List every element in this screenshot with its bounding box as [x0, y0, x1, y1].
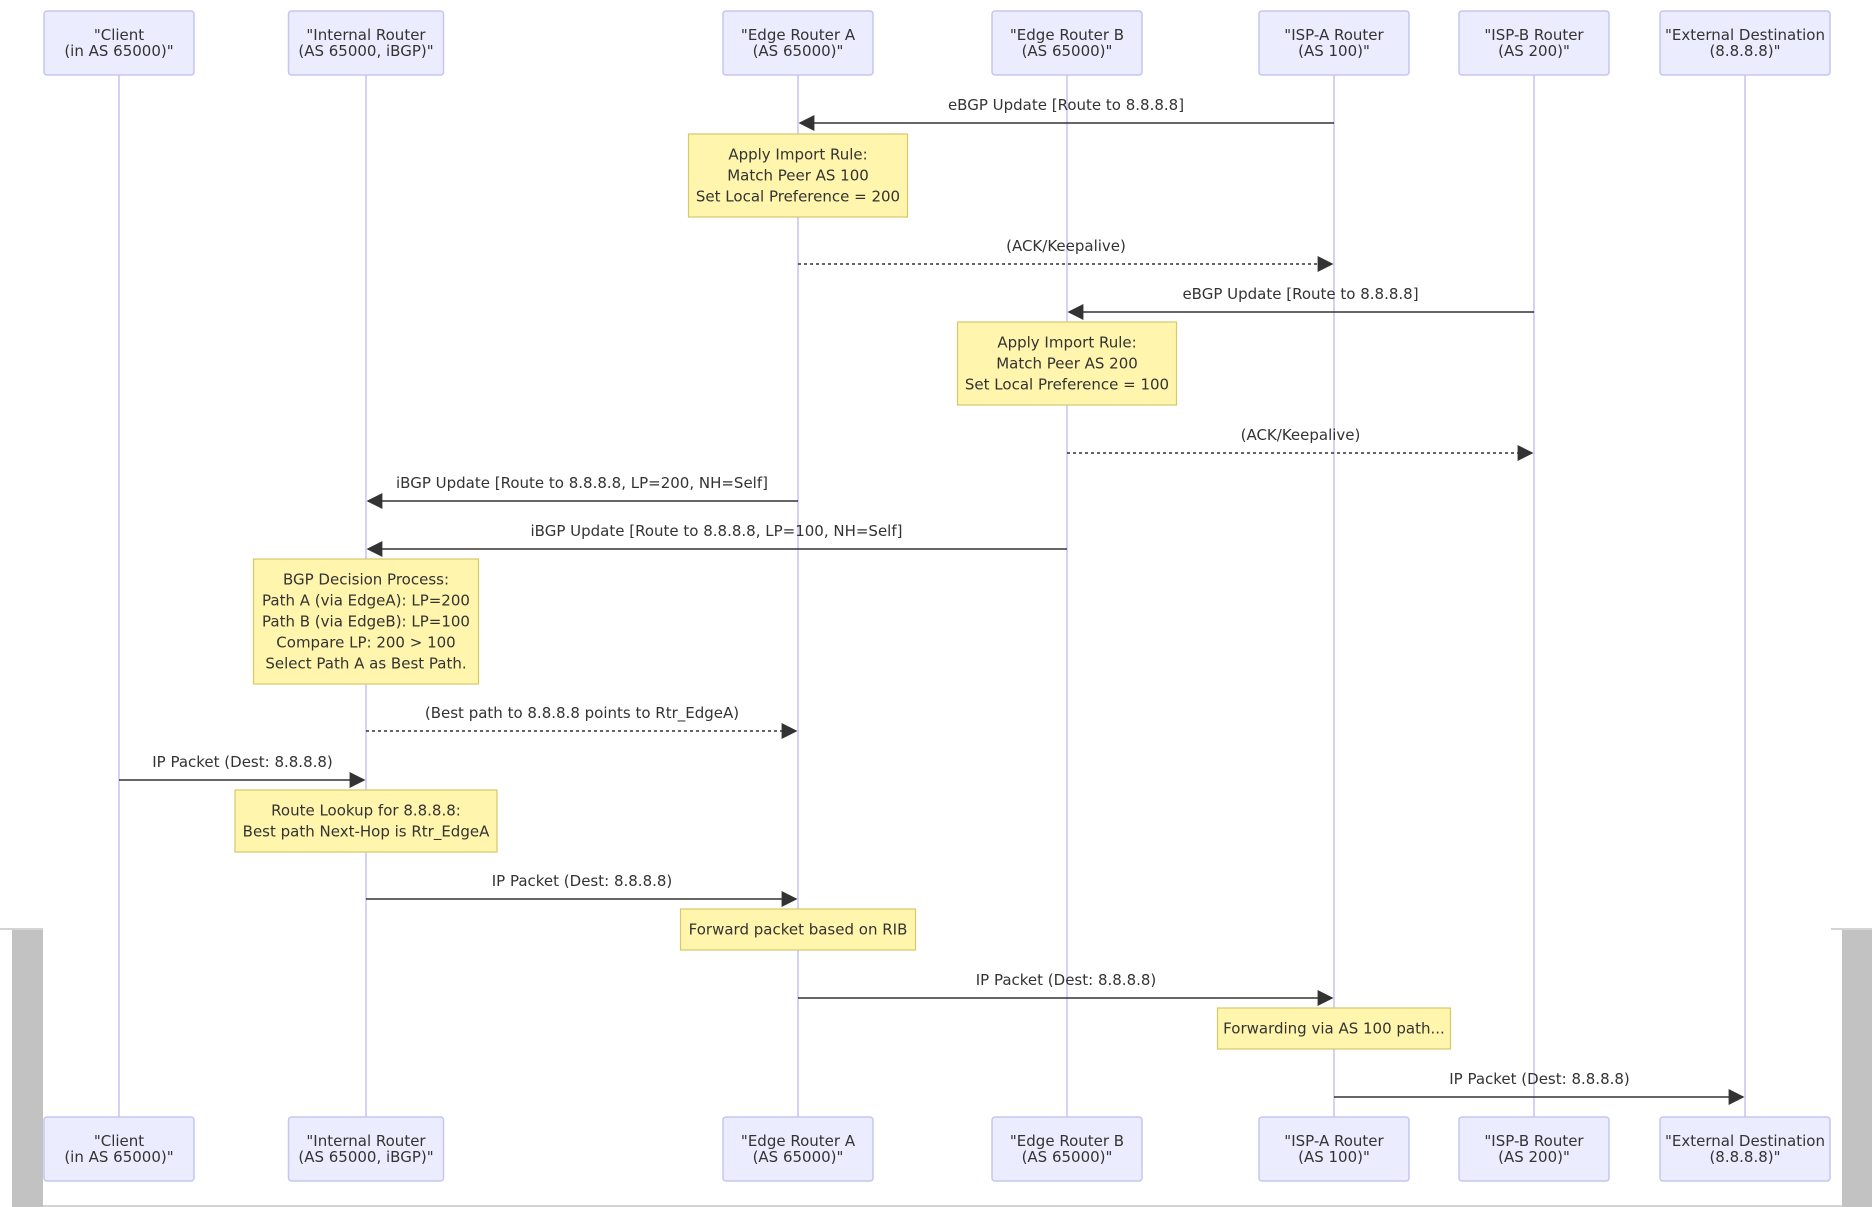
actor-top-client: "Client(in AS 65000)" — [43, 10, 195, 76]
page-bottom-border — [43, 1205, 1842, 1207]
actor-label-line: "ISP-B Router — [1484, 26, 1584, 44]
actor-label-line: "Edge Router B — [1010, 26, 1124, 44]
note-text: Set Local Preference = 100 — [965, 376, 1169, 394]
note-text: Path A (via EdgeA): LP=200 — [262, 592, 470, 610]
actor-label-line: "Edge Router B — [1010, 1132, 1124, 1150]
actor-bottom-rtr_edgeb: "Edge Router B(AS 65000)" — [991, 1116, 1143, 1182]
actor-top-isp_b: "ISP-B Router(AS 200)" — [1458, 10, 1610, 76]
message-0: eBGP Update [Route to 8.8.8.8] — [798, 96, 1334, 131]
message-label: IP Packet (Dest: 8.8.8.8) — [492, 872, 673, 890]
actor-label-line: (8.8.8.8)" — [1709, 1148, 1780, 1166]
actor-label-line: (AS 100)" — [1298, 42, 1370, 60]
actor-label-line: "Client — [94, 26, 144, 44]
message-label: (ACK/Keepalive) — [1241, 426, 1361, 444]
actor-label-line: (AS 200)" — [1498, 1148, 1570, 1166]
note-text: Apply Import Rule: — [728, 146, 867, 164]
page-divider-right — [1831, 928, 1872, 930]
note-text: Compare LP: 200 > 100 — [276, 634, 455, 652]
actor-label-line: (AS 65000)" — [1022, 42, 1113, 60]
note-text: Forward packet based on RIB — [689, 921, 908, 939]
message-14: IP Packet (Dest: 8.8.8.8) — [798, 971, 1334, 1006]
actor-top-rtr_internal: "Internal Router(AS 65000, iBGP)" — [287, 10, 445, 76]
actor-label-line: "ISP-B Router — [1484, 1132, 1584, 1150]
message-label: IP Packet (Dest: 8.8.8.8) — [152, 753, 333, 771]
message-5: (ACK/Keepalive) — [1067, 426, 1534, 461]
message-label: (ACK/Keepalive) — [1006, 237, 1126, 255]
left-scroll-gutter — [12, 930, 43, 1207]
actor-bottom-client: "Client(in AS 65000)" — [43, 1116, 195, 1182]
actor-bottom-isp_a: "ISP-A Router(AS 100)" — [1258, 1116, 1410, 1182]
note-13: Forward packet based on RIB — [679, 908, 917, 951]
message-6: iBGP Update [Route to 8.8.8.8, LP=200, N… — [366, 474, 798, 509]
message-7: iBGP Update [Route to 8.8.8.8, LP=100, N… — [366, 522, 1067, 557]
note-text: Set Local Preference = 200 — [696, 188, 900, 206]
note-text: Route Lookup for 8.8.8.8: — [271, 802, 461, 820]
actor-bottom-dest: "External Destination(8.8.8.8)" — [1659, 1116, 1831, 1182]
actor-label-line: "Edge Router A — [741, 1132, 856, 1150]
note-11: Route Lookup for 8.8.8.8: Best path Next-… — [234, 789, 498, 853]
message-label: iBGP Update [Route to 8.8.8.8, LP=100, N… — [531, 522, 903, 540]
actor-label-line: "External Destination — [1665, 26, 1825, 44]
actor-label-line: (AS 65000)" — [753, 42, 844, 60]
message-9: (Best path to 8.8.8.8 points to Rtr_Edge… — [366, 704, 798, 739]
message-16: IP Packet (Dest: 8.8.8.8) — [1334, 1070, 1745, 1105]
message-label: (Best path to 8.8.8.8 points to Rtr_Edge… — [425, 704, 739, 723]
actor-label-line: (AS 100)" — [1298, 1148, 1370, 1166]
actor-top-isp_a: "ISP-A Router(AS 100)" — [1258, 10, 1410, 76]
page-divider-left — [0, 928, 43, 930]
actor-label-line: "Edge Router A — [741, 26, 856, 44]
note-text: Forwarding via AS 100 path... — [1223, 1020, 1445, 1038]
note-text: Match Peer AS 100 — [727, 167, 869, 185]
actor-label-line: (AS 65000)" — [1022, 1148, 1113, 1166]
note-8: BGP Decision Process: Path A (via EdgeA):… — [252, 558, 480, 685]
message-label: iBGP Update [Route to 8.8.8.8, LP=200, N… — [396, 474, 768, 492]
message-2: (ACK/Keepalive) — [798, 237, 1334, 272]
actor-top-dest: "External Destination(8.8.8.8)" — [1659, 10, 1831, 76]
actor-bottom-isp_b: "ISP-B Router(AS 200)" — [1458, 1116, 1610, 1182]
actor-label-line: (AS 65000, iBGP)" — [298, 42, 433, 60]
actor-top-rtr_edgea: "Edge Router A(AS 65000)" — [722, 10, 874, 76]
message-12: IP Packet (Dest: 8.8.8.8) — [366, 872, 798, 907]
actor-bottom-rtr_edgea: "Edge Router A(AS 65000)" — [722, 1116, 874, 1182]
message-label: eBGP Update [Route to 8.8.8.8] — [1182, 285, 1418, 303]
actor-label-line: "Internal Router — [306, 26, 426, 44]
actor-label-line: "ISP-A Router — [1284, 26, 1384, 44]
message-3: eBGP Update [Route to 8.8.8.8] — [1067, 285, 1534, 320]
message-label: eBGP Update [Route to 8.8.8.8] — [948, 96, 1184, 114]
message-label: IP Packet (Dest: 8.8.8.8) — [1449, 1070, 1630, 1088]
actor-label-line: "Client — [94, 1132, 144, 1150]
actor-label-line: (in AS 65000)" — [64, 42, 173, 60]
note-text: BGP Decision Process: — [283, 571, 449, 589]
note-text: Best path Next-Hop is Rtr_EdgeA — [243, 823, 490, 842]
actor-top-rtr_edgeb: "Edge Router B(AS 65000)" — [991, 10, 1143, 76]
note-text: Select Path A as Best Path. — [265, 655, 466, 673]
right-scroll-gutter — [1842, 930, 1872, 1207]
note-text: Match Peer AS 200 — [996, 355, 1138, 373]
note-text: Path B (via EdgeB): LP=100 — [262, 613, 470, 631]
actor-label-line: (AS 65000, iBGP)" — [298, 1148, 433, 1166]
message-10: IP Packet (Dest: 8.8.8.8) — [119, 753, 366, 788]
actor-bottom-rtr_internal: "Internal Router(AS 65000, iBGP)" — [287, 1116, 445, 1182]
note-15: Forwarding via AS 100 path... — [1216, 1007, 1452, 1050]
actor-label-line: "Internal Router — [306, 1132, 426, 1150]
message-label: IP Packet (Dest: 8.8.8.8) — [976, 971, 1157, 989]
actor-label-line: "ISP-A Router — [1284, 1132, 1384, 1150]
actor-label-line: "External Destination — [1665, 1132, 1825, 1150]
actor-label-line: (in AS 65000)" — [64, 1148, 173, 1166]
actor-label-line: (AS 65000)" — [753, 1148, 844, 1166]
actor-label-line: (AS 200)" — [1498, 42, 1570, 60]
note-text: Apply Import Rule: — [997, 334, 1136, 352]
actor-label-line: (8.8.8.8)" — [1709, 42, 1780, 60]
